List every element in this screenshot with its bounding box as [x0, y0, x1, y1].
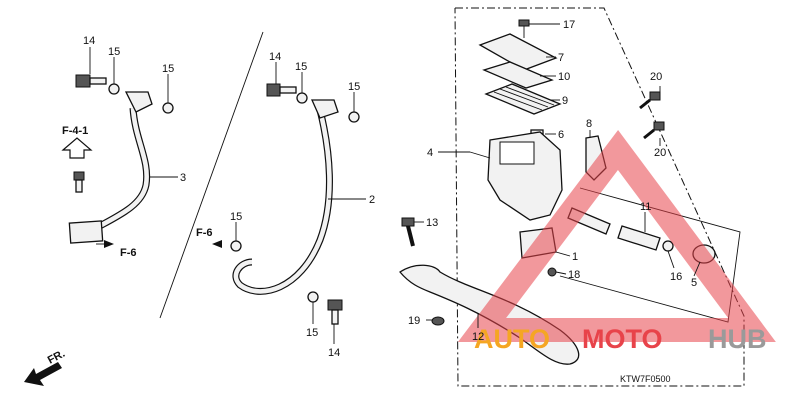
- part-label-16: 16: [670, 271, 682, 283]
- front-label: FR.: [46, 348, 67, 367]
- banjo-bolt-14-left: [75, 74, 107, 88]
- diaphragm-9: [484, 83, 562, 115]
- part-label-19: 19: [408, 315, 420, 327]
- part-label-17: 17: [563, 19, 575, 31]
- part-label-10: 10: [558, 71, 570, 83]
- part-label-13: 13: [426, 217, 438, 229]
- leader-lines: [89, 23, 701, 344]
- watermark-logo: AUTO MOTO HUB: [457, 129, 776, 354]
- brake-hose-2: [232, 99, 339, 295]
- part-label-4: 4: [427, 147, 433, 159]
- nut-19: [431, 316, 445, 326]
- reservoir-cap-7: [478, 33, 558, 71]
- ref-f-4-1: F-4-1: [62, 125, 88, 137]
- reservoir-opening: [499, 141, 535, 165]
- assembly-frame: [454, 7, 745, 387]
- up-arrow-icon: [61, 137, 93, 159]
- part-label-15: 15: [162, 63, 174, 75]
- brake-hose-3: [68, 91, 153, 244]
- warning-triangle-icon: [457, 129, 776, 342]
- arrow-right-icon: [104, 240, 114, 248]
- part-label-1: 1: [572, 251, 578, 263]
- part-label-15: 15: [348, 81, 360, 93]
- screw-18: [547, 267, 557, 277]
- part-label-3: 3: [180, 172, 186, 184]
- part-label-20: 20: [650, 71, 662, 83]
- washer-15-d: [348, 111, 360, 123]
- part-label-9: 9: [562, 95, 568, 107]
- ring-16: [662, 240, 674, 252]
- plate-10: [482, 61, 554, 89]
- screw-17: [518, 19, 530, 38]
- watermark-part2: MOTO: [582, 324, 663, 354]
- piston-11: [617, 225, 661, 251]
- divider-line: [159, 31, 264, 319]
- ref-f-6: F-6: [196, 227, 213, 239]
- part-label-14: 14: [269, 51, 281, 63]
- arrow-left-icon: [212, 240, 222, 248]
- bolt-13: [401, 217, 415, 247]
- watermark-part3: HUB: [708, 324, 767, 354]
- washer-15-b: [162, 102, 174, 114]
- part-label-15: 15: [306, 327, 318, 339]
- ref-f-6: F-6: [120, 247, 137, 259]
- watermark-part1: AUTO: [474, 324, 550, 354]
- part-label-5: 5: [691, 277, 697, 289]
- diagram-code: KTW7F0500: [620, 374, 671, 384]
- washer-15-e: [230, 240, 242, 252]
- bolt-20-top: [639, 91, 661, 110]
- banjo-bolt-14-mid-bottom: [327, 299, 343, 325]
- washer-15-a: [108, 83, 120, 95]
- bolt-20-bottom: [643, 121, 665, 140]
- front-direction-arrow: [24, 362, 62, 386]
- washer-15-c: [296, 92, 308, 104]
- part-label-7: 7: [558, 52, 564, 64]
- part-label-18: 18: [568, 269, 580, 281]
- part-label-14: 14: [83, 35, 95, 47]
- part-label-14: 14: [328, 347, 340, 359]
- part-label-11: 11: [640, 201, 651, 213]
- part-label-15: 15: [108, 46, 120, 58]
- part-label-20: 20: [654, 147, 666, 159]
- part-label-8: 8: [586, 118, 592, 130]
- banjo-bolt-14-mid-top: [266, 83, 297, 97]
- part-label-2: 2: [369, 194, 375, 206]
- screw-f41: [73, 171, 85, 193]
- part-label-6: 6: [558, 129, 564, 141]
- diaphragm-grid: [493, 86, 555, 111]
- part-label-12: 12: [472, 331, 484, 343]
- part-label-15: 15: [230, 211, 242, 223]
- washer-15-f: [307, 291, 319, 303]
- part-label-15: 15: [295, 61, 307, 73]
